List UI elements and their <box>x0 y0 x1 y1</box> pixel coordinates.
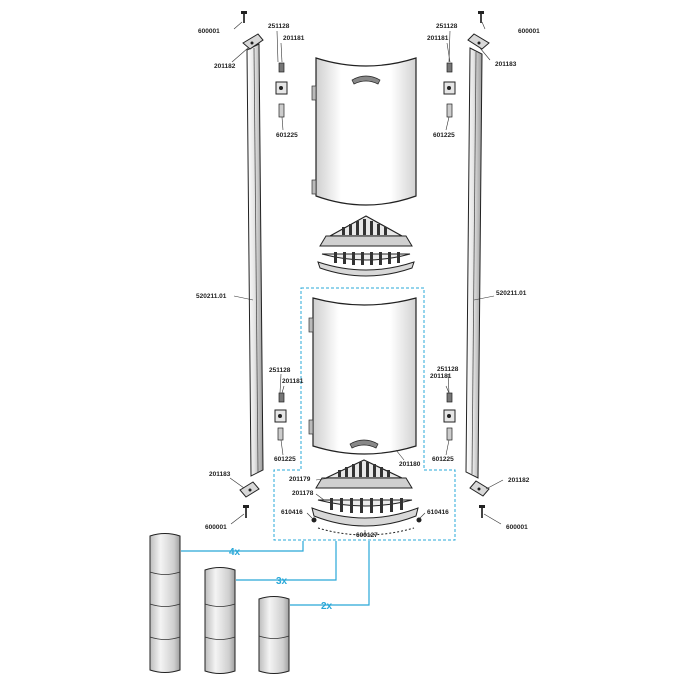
end-cap-right <box>416 517 422 523</box>
label-shelf-bottom: 201178 <box>292 490 314 497</box>
hinge-bottom-right <box>469 480 490 497</box>
label-screw-bottom-left: 600001 <box>205 524 227 531</box>
multiplier-medium: 3x <box>276 576 288 587</box>
bracket-top-left <box>275 81 288 95</box>
tube-tall <box>149 533 181 673</box>
pin-middle-right <box>446 427 453 441</box>
pin-middle-left <box>277 427 284 441</box>
callout-short <box>290 541 370 606</box>
pin-top-right <box>446 103 453 118</box>
seal-strip <box>317 527 415 536</box>
left-profile <box>246 43 264 477</box>
label-profile-left: 520211.01 <box>196 293 227 300</box>
bottom-shelf-upper <box>315 459 413 489</box>
hinge-bottom-left <box>239 481 260 498</box>
part-labels: 600001 251128 201181 201182 601225 60000… <box>196 23 540 539</box>
tube-short <box>258 596 290 674</box>
label-hinge-bottom-right: 201182 <box>508 477 530 484</box>
clip-middle-right <box>446 392 453 403</box>
screw-bottom-right <box>479 505 485 518</box>
label-clip-top-right: 201181 <box>427 35 449 42</box>
label-glass-door: 201180 <box>399 461 421 468</box>
label-bracket-middle-right: 251128 <box>437 366 459 373</box>
end-cap-left <box>311 517 317 523</box>
leader-lines <box>229 21 504 535</box>
screw-top-right <box>478 11 484 23</box>
label-hinge-top-right: 201183 <box>495 61 517 68</box>
label-pin-top-left: 601225 <box>276 132 298 139</box>
screw-top-left <box>241 11 247 23</box>
clip-top-right <box>446 62 453 73</box>
multiplier-labels: 4x 3x 2x <box>229 547 333 612</box>
top-shelf-lower <box>317 252 415 277</box>
label-hinge-top-left: 201182 <box>214 63 236 70</box>
label-shelf-top: 201179 <box>289 476 311 483</box>
label-pin-top-right: 601225 <box>433 132 455 139</box>
pin-top-left <box>278 103 285 118</box>
label-pin-middle-left: 601225 <box>274 456 296 463</box>
top-glass-door <box>311 57 417 206</box>
label-clip-top-left: 201181 <box>283 35 305 42</box>
bracket-middle-right <box>443 409 456 423</box>
multiplier-tall: 4x <box>229 547 241 558</box>
label-hinge-bottom-left: 201183 <box>209 471 231 478</box>
hinge-top-left <box>242 33 264 50</box>
clip-top-left <box>278 62 285 73</box>
label-clip-middle-right: 201181 <box>430 373 452 380</box>
label-screw-top-right: 600001 <box>518 28 540 35</box>
label-bracket-top-right: 251128 <box>436 23 458 30</box>
label-screw-top-left: 600001 <box>198 28 220 35</box>
bottom-shelf-lower <box>311 498 419 527</box>
callout-tall <box>181 541 304 552</box>
screw-bottom-left <box>243 505 249 518</box>
bracket-top-right <box>443 81 456 95</box>
label-bracket-middle-left: 251128 <box>269 367 291 374</box>
label-pin-middle-right: 601225 <box>432 456 454 463</box>
right-profile <box>465 47 483 479</box>
label-end-cap-left: 610416 <box>281 509 303 516</box>
clip-middle-left <box>278 392 285 403</box>
hinge-top-right <box>467 33 490 50</box>
label-clip-middle-left: 201181 <box>282 378 304 385</box>
top-shelf-upper <box>319 215 413 247</box>
label-end-cap-right: 610416 <box>427 509 449 516</box>
label-bracket-top-left: 251128 <box>268 23 290 30</box>
multiplier-short: 2x <box>321 601 333 612</box>
bottom-glass-door <box>308 297 417 455</box>
bottom-assembly-outline <box>273 287 456 541</box>
callout-medium <box>236 541 337 581</box>
label-seal: 600127 <box>356 532 378 539</box>
label-profile-right: 520211.01 <box>496 290 527 297</box>
label-screw-bottom-right: 600001 <box>506 524 528 531</box>
tube-medium <box>204 567 236 674</box>
bracket-middle-left <box>274 409 287 423</box>
